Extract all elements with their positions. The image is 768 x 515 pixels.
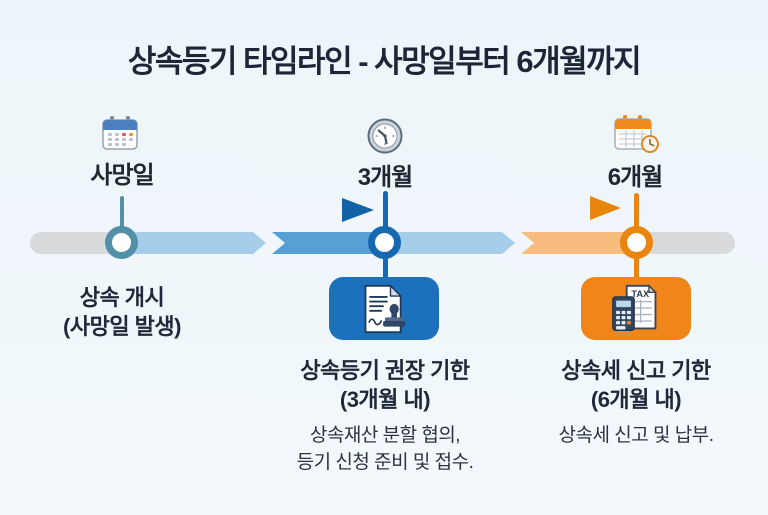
- tax-calculator-icon: TAX: [612, 283, 658, 331]
- timeline-segment-1: [118, 232, 266, 254]
- event3-title-line1: 상속세 신고 기한: [561, 358, 711, 383]
- stem-3months-top: [383, 191, 388, 233]
- event2-desc-line2: 등기 신청 준비 및 접수.: [296, 452, 474, 473]
- timeline-bar-start: [30, 232, 125, 254]
- page-title: 상속등기 타임라인 - 사망일부터 6개월까지: [127, 44, 642, 79]
- node-6months: [620, 226, 653, 259]
- timeline-segment-2: [272, 232, 390, 254]
- event2-desc-line1: 상속재산 분할 협의,: [309, 425, 461, 446]
- event1-title-line2: (사망일 발생): [63, 314, 181, 339]
- stem-6months-top: [634, 193, 639, 233]
- event2-title-line2: (3개월 내): [339, 387, 431, 412]
- document-stamp-icon: [364, 284, 406, 333]
- calendar-icon: [101, 115, 139, 156]
- registration-box: [329, 277, 439, 340]
- node-death: [105, 226, 138, 259]
- event3-desc-line1: 상속세 신고 및 납부.: [558, 425, 714, 446]
- stem-3months-bottom: [383, 252, 388, 282]
- event2-title-line1: 상속등기 권장 기한: [300, 358, 470, 383]
- stem-6months-bottom: [634, 252, 639, 282]
- event3-title-line2: (6개월 내): [590, 387, 682, 412]
- milestone-label-3months: 3개월: [357, 164, 414, 191]
- calendar-clock-icon: [612, 114, 660, 159]
- milestone-label-6months: 6개월: [607, 164, 664, 191]
- timeline-segment-3: [385, 232, 515, 254]
- stem-death-top: [120, 196, 124, 234]
- tax-icon-label: TAX: [631, 288, 650, 298]
- clock-icon: [366, 117, 404, 160]
- arrow-first-period: [139, 198, 374, 222]
- tax-box: TAX: [581, 277, 691, 340]
- timeline-bar-end: [635, 232, 735, 254]
- arrow-second-period: [403, 196, 621, 220]
- timeline-segment-4: [521, 232, 639, 254]
- node-3months: [368, 226, 401, 259]
- event1-title-line1: 상속 개시: [79, 285, 165, 310]
- milestone-label-death: 사망일: [90, 162, 154, 189]
